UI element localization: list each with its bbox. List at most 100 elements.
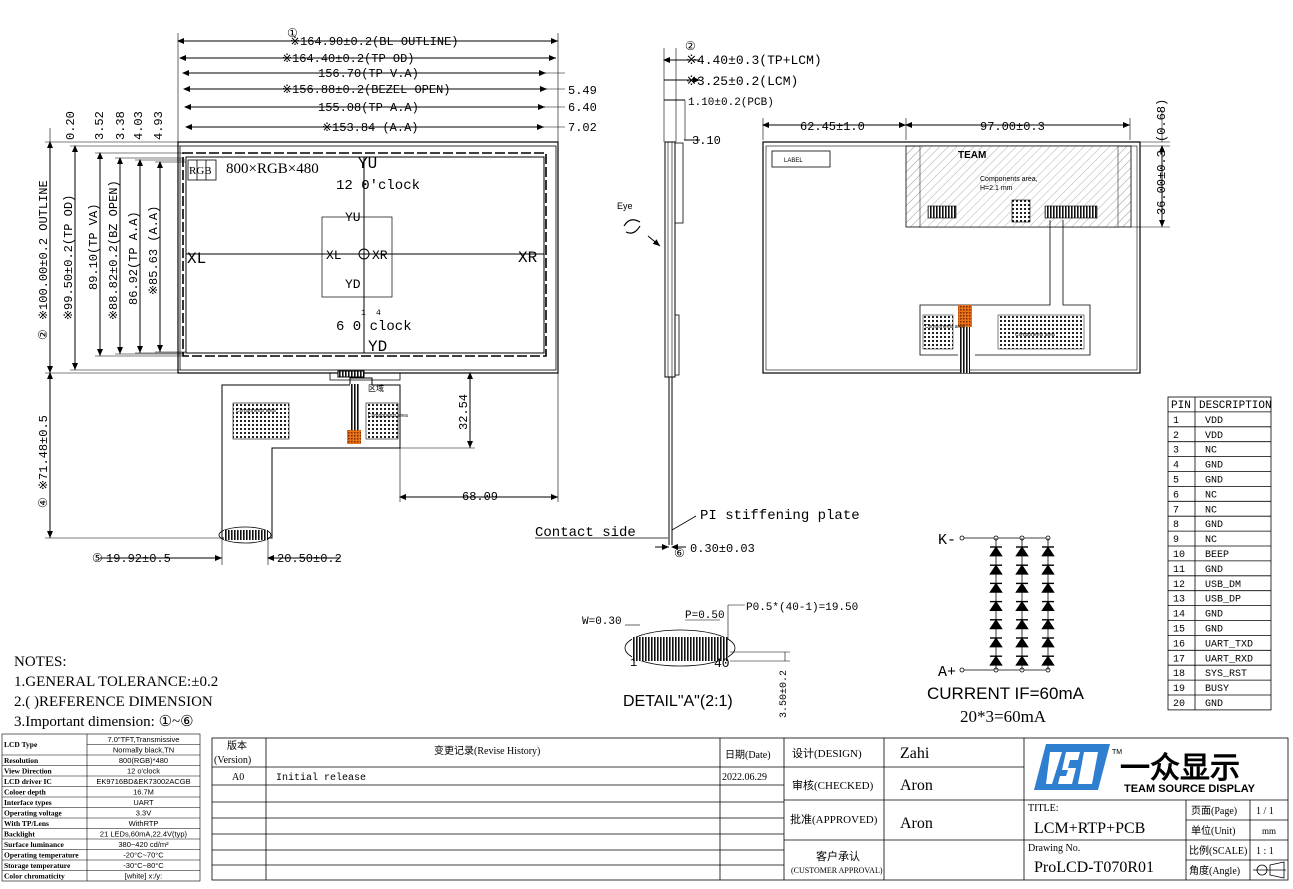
detail-a-labels: W=0.30 P=0.50 P0.5*(40-1)=19.50 1 40 DET… [582,602,858,718]
pin-description: GND [1205,699,1223,710]
spec-value: -30°C~80°C [123,861,164,870]
spec-key: LCD driver IC [4,777,52,786]
title-value: LCM+RTP+PCB [1034,820,1145,837]
spec-key: Surface luminance [4,840,64,849]
spec-value: WithRTP [129,819,159,828]
pin-description: USB_DM [1205,580,1241,591]
led-circuit [959,535,1055,673]
eye-label: Eye [617,201,633,211]
brand-en: TEAM SOURCE DISPLAY [1124,783,1256,795]
pin-description: UART_TXD [1205,639,1253,650]
detail-title: DETAIL"A"(2:1) [623,693,733,710]
title-block-text: TM 一众显示 TEAM SOURCE DISPLAY TITLE: LCM+R… [1028,744,1276,877]
spec-key: View Direction [4,766,53,775]
comp-area-3: Components area [1015,332,1055,338]
unit-label: 单位(Unit) [1191,824,1235,837]
signoff-text: 设计(DESIGN) Zahi 审核(CHECKED) Aron 批准(APPR… [790,745,933,875]
pin-header-pin: PIN [1171,400,1191,412]
note-3: 3.Important dimension: ①~⑥ [14,714,194,730]
history-value: Initial release [276,772,366,784]
spec-value: UART [133,798,154,807]
pin-description: VDD [1205,431,1223,442]
spec-key: Operating voltage [4,808,62,817]
resolution-label: 800×RGB×480 [226,161,319,177]
page-value: 1 / 1 [1256,806,1274,817]
dim-3254: 32.54 [457,394,471,430]
led-diode-icon [1015,637,1029,648]
pin-header-desc: DESCRIPTION [1199,400,1272,412]
spec-key: Coloer depth [4,787,47,796]
led-diode-icon [989,600,1003,611]
comp-small-2: Components area [368,413,408,419]
dim-110: 1.10±0.2(PCB) [688,97,774,109]
dim-bezel: ※156.88±0.2(BEZEL OPEN) [282,83,450,97]
led-diode-icon [989,619,1003,630]
pin-description: GND [1205,520,1223,531]
yd-label: YD [368,338,387,356]
dim-440: ※4.40±0.3(TP+LCM) [686,53,822,68]
pin-number: 7 [1173,505,1179,516]
pin-number: 10 [1173,550,1185,561]
led-diode-icon [1041,637,1055,648]
pin-number: 16 [1173,639,1185,650]
tsd-logo-icon [1034,744,1110,790]
current-label: CURRENT IF=60mA [927,684,1085,703]
back-view [762,110,1170,374]
ver-header-2: (Version) [214,755,251,766]
detail-forty: 40 [714,656,730,671]
pin-number: 9 [1173,535,1179,546]
detail-p: P=0.50 [685,610,725,622]
design-label: 设计(DESIGN) [792,747,862,760]
led-diode-icon [1015,582,1029,593]
dim-640: 6.40 [568,101,597,115]
dim-6809: 68.09 [462,490,498,504]
notes: NOTES: 1.GENERAL TOLERANCE:±0.2 2.( )REF… [14,654,218,730]
detail-w: W=0.30 [582,616,622,628]
dim-bl-outline: ※164.90±0.2(BL OUTLINE) [290,35,458,49]
pin-number: 13 [1173,595,1185,606]
dim-2050: 20.50±0.2 [277,552,342,566]
page-label: 页面(Page) [1191,805,1237,817]
xr-label: XR [518,249,538,267]
pin-description: GND [1205,565,1223,576]
drawing-value: ProLCD-T070R01 [1034,859,1154,876]
title-block-frame [211,737,1289,881]
ver-header-1: 版本 [227,739,247,752]
spec-value: 380~420 cd/m² [118,840,169,849]
pin-table-border [1167,396,1272,711]
led-diode-icon [1041,655,1055,666]
approved-value: Aron [900,815,933,832]
pin-description: NC [1205,535,1217,546]
pin-description: NC [1205,505,1217,516]
pin-number: 17 [1173,654,1185,665]
label-box: LABEL [784,158,803,164]
back-view-labels: 62.45±1.0 97.00±0.3 (0.68) 36.00±0.3 LAB… [784,99,1169,338]
spec-key: Color chromaticity [4,871,65,880]
notes-title: NOTES: [14,654,67,670]
pin-description: GND [1205,461,1223,472]
date-header: 日期(Date) [725,749,771,761]
spec-value: 12 o'clock [127,766,160,775]
dim-030: 0.30±0.03 [690,542,755,556]
led-diode-icon [1041,582,1055,593]
dim-3600: 36.00±0.3 [1155,150,1169,215]
led-diode-icon [1015,619,1029,630]
dim-7148: ※71.48±0.5 [37,415,51,490]
led-diode-icon [989,637,1003,648]
pin-number: 8 [1173,520,1179,531]
pin-number: 14 [1173,610,1185,621]
side-view [535,48,700,550]
pin-description: UART_RXD [1205,654,1253,665]
design-value: Zahi [900,745,930,762]
approved-label: 批准(APPROVED) [790,812,878,826]
customer-label-2: (CUSTOMER APPROVAL) [791,866,883,875]
checked-value: Aron [900,777,933,794]
dim-tpaa-v: 86.92(TP A.A) [127,211,141,305]
led-cathode-node [959,535,965,541]
spec-value: [white] x:/y: [125,871,163,880]
k-minus-label: K- [938,532,956,549]
customer-label-1: 客户承认 [816,849,860,863]
pin-description: BUSY [1205,684,1229,695]
comp-area-label: Components area, [980,176,1038,183]
